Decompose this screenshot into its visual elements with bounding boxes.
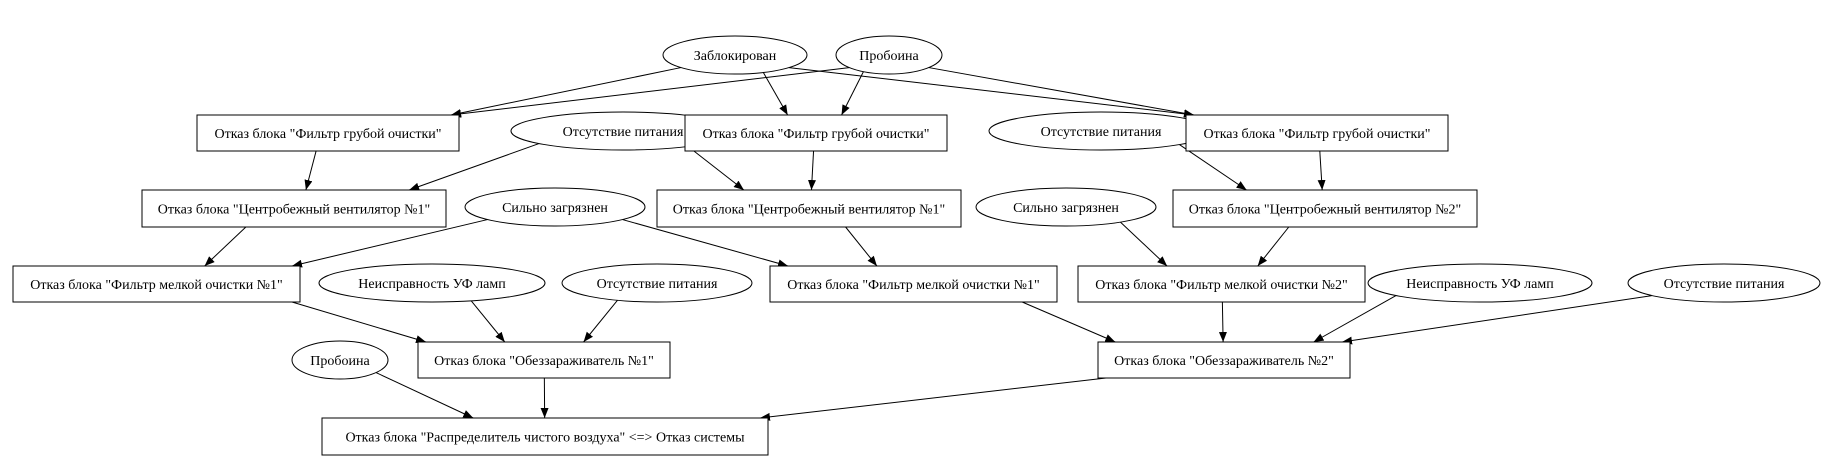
block-clean-air-distributor-label: Отказ блока "Распределитель чистого возд… — [345, 431, 745, 446]
block-fan-1-a-shape — [141, 189, 447, 228]
edge-n_blocked-to-n_filter_coarse_1 — [450, 67, 682, 117]
edge-n_disinf2-to-n_distributor — [759, 377, 1107, 421]
event-uv-1-label: Неисправность УФ ламп — [358, 277, 506, 292]
block-fine-filter-2-label: Отказ блока "Фильтр мелкой очистки №2" — [1095, 278, 1348, 293]
block-coarse-filter-3-label: Отказ блока "Фильтр грубой очистки" — [1203, 127, 1430, 142]
edge-n_fine2-to-n_disinf2 — [1218, 301, 1227, 343]
edge-n_hole_top-to-n_filter_coarse_1 — [450, 67, 850, 118]
event-power-3-shape — [561, 263, 753, 303]
event-dirty-2-shape — [975, 187, 1157, 227]
event-dirty-1: Сильно загрязнен — [464, 187, 646, 227]
block-coarse-filter-3-shape — [1185, 114, 1449, 152]
block-disinfector-1: Отказ блока "Обеззараживатель №1" — [417, 341, 671, 379]
edge-n_filter_coarse_1-to-n_fan1_a — [304, 150, 317, 191]
block-coarse-filter-1-label: Отказ блока "Фильтр грубой очистки" — [214, 127, 441, 142]
event-dirty-1-label: Сильно загрязнен — [502, 201, 608, 216]
block-fan-2: Отказ блока "Центробежный вентилятор №2" — [1172, 189, 1478, 228]
block-fine-filter-1-a-label: Отказ блока "Фильтр мелкой очистки №1" — [30, 278, 283, 293]
edge-n_filter_coarse_3-to-n_fan2 — [1317, 150, 1326, 191]
edge-n_fan1_b-to-n_fine1_b — [845, 226, 878, 267]
event-power-4-label: Отсутствие питания — [1664, 277, 1785, 292]
block-coarse-filter-1-shape — [196, 114, 460, 152]
block-coarse-filter-2: Отказ блока "Фильтр грубой очистки" — [684, 114, 948, 152]
event-power-4-shape — [1627, 263, 1821, 303]
event-hole-top-shape — [835, 35, 943, 75]
edge-n_hole_low-to-n_distributor — [375, 372, 474, 419]
block-clean-air-distributor: Отказ блока "Распределитель чистого возд… — [321, 417, 769, 456]
edge-n_power_2-to-n_fan2 — [1179, 144, 1247, 191]
edge-n_blocked-to-n_filter_coarse_3 — [788, 67, 1195, 118]
event-power-1-label: Отсутствие питания — [563, 125, 684, 140]
event-blocked: Заблокирован — [662, 35, 808, 75]
block-fine-filter-2-shape — [1077, 265, 1366, 303]
block-disinfector-2: Отказ блока "Обеззараживатель №2" — [1097, 341, 1351, 379]
edge-n_uv_1-to-n_disinf1 — [470, 300, 506, 343]
block-fan-2-label: Отказ блока "Центробежный вентилятор №2" — [1189, 203, 1461, 218]
block-coarse-filter-3: Отказ блока "Фильтр грубой очистки" — [1185, 114, 1449, 152]
edge-n_power_1-to-n_fan1_a — [408, 143, 540, 191]
edge-n_filter_coarse_2-to-n_fan1_b — [807, 150, 816, 191]
block-fine-filter-1-a: Отказ блока "Фильтр мелкой очистки №1" — [12, 265, 301, 303]
block-disinfector-2-label: Отказ блока "Обеззараживатель №2" — [1114, 354, 1334, 369]
edge-n_fan2-to-n_fine2 — [1257, 226, 1290, 267]
event-uv-2-shape — [1367, 263, 1593, 303]
event-power-2-label: Отсутствие питания — [1041, 125, 1162, 140]
event-hole-low-label: Пробоина — [310, 354, 370, 369]
event-power-3-label: Отсутствие питания — [597, 277, 718, 292]
event-hole-top: Пробоина — [835, 35, 943, 75]
block-coarse-filter-1: Отказ блока "Фильтр грубой очистки" — [196, 114, 460, 152]
event-dirty-2: Сильно загрязнен — [975, 187, 1157, 227]
event-hole-low-shape — [291, 340, 389, 380]
edge-n_power_3-to-n_disinf1 — [583, 299, 618, 343]
block-coarse-filter-2-label: Отказ блока "Фильтр грубой очистки" — [702, 127, 929, 142]
edge-n_fine1_b-to-n_disinf2 — [1021, 301, 1116, 343]
block-fan-1-b-shape — [656, 189, 962, 228]
edge-n_dirty_1-to-n_fine1_a — [291, 219, 488, 268]
block-fine-filter-1-b-label: Отказ блока "Фильтр мелкой очистки №1" — [787, 278, 1040, 293]
edge-n_dirty_1-to-n_fine1_b — [622, 219, 789, 268]
block-disinfector-1-label: Отказ блока "Обеззараживатель №1" — [434, 354, 654, 369]
block-fan-1-b-label: Отказ блока "Центробежный вентилятор №1" — [673, 203, 945, 218]
block-fine-filter-1-b-shape — [769, 265, 1058, 303]
edge-n_fan1_a-to-n_fine1_a — [204, 226, 247, 267]
edge-n_uv_2-to-n_disinf2 — [1313, 295, 1397, 343]
edge-n_hole_top-to-n_filter_coarse_2 — [841, 71, 864, 116]
edge-n_fine1_a-to-n_disinf1 — [291, 301, 427, 343]
edges-layer — [204, 67, 1653, 421]
edge-n_power_4-to-n_disinf2 — [1341, 295, 1653, 345]
edge-n_power_1-to-n_fan1_b — [687, 146, 745, 191]
block-disinfector-2-shape — [1097, 341, 1351, 379]
event-uv-2: Неисправность УФ ламп — [1367, 263, 1593, 303]
block-fan-1-a-label: Отказ блока "Центробежный вентилятор №1" — [158, 203, 430, 218]
event-uv-1-shape — [318, 263, 546, 303]
block-fine-filter-1-b: Отказ блока "Фильтр мелкой очистки №1" — [769, 265, 1058, 303]
event-hole-top-label: Пробоина — [859, 49, 919, 64]
event-power-3: Отсутствие питания — [561, 263, 753, 303]
event-uv-2-label: Неисправность УФ ламп — [1406, 277, 1554, 292]
event-power-1: Отсутствие питания — [510, 111, 736, 151]
event-uv-1: Неисправность УФ ламп — [318, 263, 546, 303]
edge-n_blocked-to-n_filter_coarse_2 — [762, 72, 789, 116]
edge-n_hole_top-to-n_filter_coarse_3 — [928, 67, 1195, 118]
block-coarse-filter-2-shape — [684, 114, 948, 152]
block-fan-1-b: Отказ блока "Центробежный вентилятор №1" — [656, 189, 962, 228]
block-fan-2-shape — [1172, 189, 1478, 228]
block-disinfector-1-shape — [417, 341, 671, 379]
block-fine-filter-2: Отказ блока "Фильтр мелкой очистки №2" — [1077, 265, 1366, 303]
event-hole-low: Пробоина — [291, 340, 389, 380]
event-blocked-label: Заблокирован — [694, 49, 777, 64]
event-dirty-1-shape — [464, 187, 646, 227]
block-clean-air-distributor-shape — [321, 417, 769, 456]
edge-n_dirty_2-to-n_fine2 — [1120, 221, 1168, 267]
block-fine-filter-1-a-shape — [12, 265, 301, 303]
block-fan-1-a: Отказ блока "Центробежный вентилятор №1" — [141, 189, 447, 228]
event-power-4: Отсутствие питания — [1627, 263, 1821, 303]
event-dirty-2-label: Сильно загрязнен — [1013, 201, 1119, 216]
event-blocked-shape — [662, 35, 808, 75]
event-power-2: Отсутствие питания — [988, 111, 1214, 151]
